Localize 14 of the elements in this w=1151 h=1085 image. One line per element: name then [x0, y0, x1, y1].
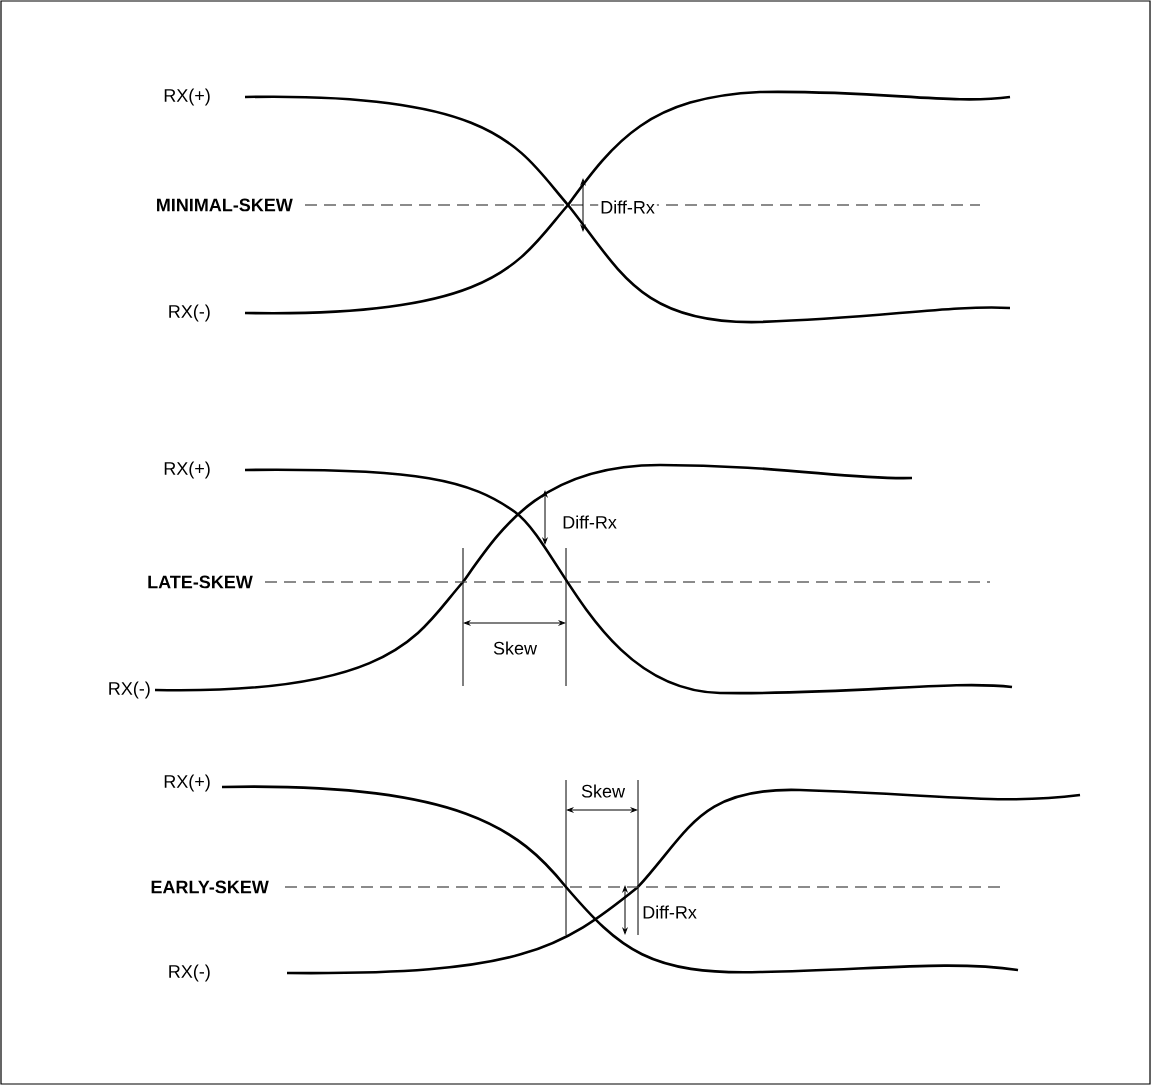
- signal-label: RX(+): [161, 772, 213, 794]
- signal-label: RX(-): [165, 962, 213, 984]
- dimension-label: Diff-Rx: [560, 513, 619, 531]
- skew-mode-label: MINIMAL-SKEW: [153, 196, 295, 214]
- signal-label: RX(-): [165, 302, 213, 324]
- signal-label: RX(-): [105, 679, 153, 701]
- dimension-label: Diff-Rx: [598, 198, 657, 216]
- dimension-label: Skew: [491, 639, 539, 657]
- signal-label: RX(+): [161, 86, 213, 108]
- skew-mode-label: EARLY-SKEW: [148, 878, 271, 896]
- dimension-label: Diff-Rx: [640, 903, 699, 921]
- signal-label: RX(+): [161, 459, 213, 481]
- skew-mode-label: LATE-SKEW: [145, 573, 255, 591]
- dimension-label: Skew: [579, 782, 627, 800]
